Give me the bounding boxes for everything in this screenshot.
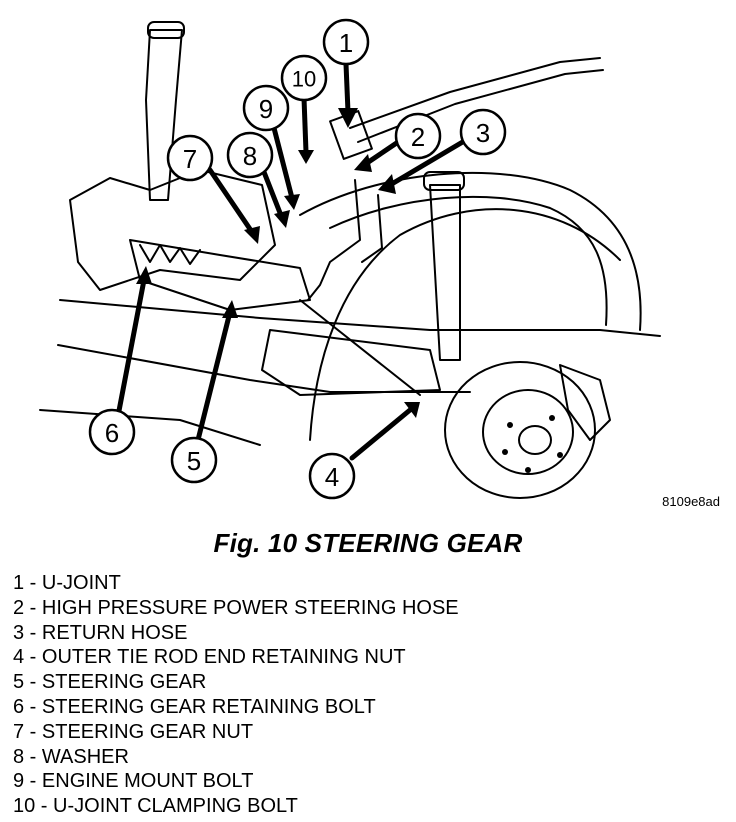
parts-legend: 1U-JOINT 2HIGH PRESSURE POWER STEERING H… (13, 571, 459, 819)
arrowhead-3 (378, 174, 396, 194)
callout-circle-1 (322, 18, 370, 66)
legend-item: 1U-JOINT (13, 571, 459, 596)
leader-7 (207, 167, 255, 235)
legend-item: 3RETURN HOSE (13, 621, 459, 646)
legend-item: 7STEERING GEAR NUT (13, 720, 459, 745)
legend-item: 5STEERING GEAR (13, 670, 459, 695)
frame-rail-front (59, 299, 661, 337)
arrowhead-1 (338, 108, 358, 128)
legend-item: 8WASHER (13, 745, 459, 770)
callout-circle-4 (308, 452, 356, 500)
figure-caption: Fig. 10 STEERING GEAR (213, 528, 523, 558)
hose-line (309, 208, 621, 441)
callout-number-10: 10 (292, 67, 316, 92)
shock-left-cap (147, 21, 185, 39)
callout-number-8: 8 (243, 141, 257, 171)
pressure-hose (307, 179, 361, 301)
callout-number-7: 7 (183, 144, 197, 174)
callout-circle-8 (226, 131, 274, 179)
arrowhead-9 (284, 194, 300, 210)
legend-item: 10U-JOINT CLAMPING BOLT (13, 794, 459, 819)
callout-number-1: 1 (339, 28, 353, 58)
legend-item: 9ENGINE MOUNT BOLT (13, 769, 459, 794)
callout-circle-6 (88, 408, 136, 456)
leader-1 (343, 61, 351, 115)
tie-rod (299, 299, 421, 396)
brake-rotor (444, 361, 596, 499)
arrowhead-5 (222, 300, 238, 318)
leader-6 (115, 277, 147, 419)
callout-number-5: 5 (187, 446, 201, 476)
lower-control-arm (261, 329, 441, 396)
callout-number-6: 6 (105, 418, 119, 448)
arrowhead-10 (298, 150, 314, 164)
wheel-well (299, 171, 642, 331)
shock-left (145, 29, 183, 201)
arrowhead-7 (244, 226, 260, 244)
callout-number-2: 2 (411, 122, 425, 152)
arrowhead-8 (274, 210, 290, 228)
callout-number-4: 4 (325, 462, 339, 492)
wheel-stud (549, 415, 555, 421)
wheel-well-inner (329, 195, 608, 326)
callout-number-3: 3 (476, 118, 490, 148)
legend-item: 4OUTER TIE ROD END RETAINING NUT (13, 645, 459, 670)
shock-right (429, 184, 461, 361)
callout-circle-3 (459, 108, 507, 156)
legend-item: 2HIGH PRESSURE POWER STEERING HOSE (13, 596, 459, 621)
figure-code: 8109e8ad (662, 494, 720, 509)
leader-3 (387, 137, 469, 188)
hub (518, 425, 552, 455)
legend-item: 6STEERING GEAR RETAINING BOLT (13, 695, 459, 720)
leader-9 (271, 125, 295, 201)
leader-10 (301, 95, 309, 155)
callout-number-9: 9 (259, 94, 273, 124)
callout-circle-10 (280, 54, 328, 102)
arrowhead-4 (404, 402, 420, 418)
brake-rotor-inner (482, 389, 574, 475)
callout-circle-7 (166, 134, 214, 182)
leader-8 (261, 169, 285, 221)
steering-gear-boot (139, 244, 201, 265)
steering-gear-illustration: 1 2 3 4 5 6 7 8 9 10 (39, 18, 661, 500)
leader-5 (195, 309, 233, 443)
wheel-stud (525, 467, 531, 473)
shock-right-cap (423, 171, 465, 191)
callout-circle-2 (394, 112, 442, 160)
callout-circle-9 (242, 84, 290, 132)
wheel-stud (507, 422, 513, 428)
arrowhead-2 (354, 154, 372, 172)
callout-circle-5 (170, 436, 218, 484)
wheel-stud (502, 449, 508, 455)
frame-rail-edge (39, 409, 261, 446)
leader-4 (349, 407, 413, 461)
return-hose (361, 194, 383, 263)
steering-shaft (349, 57, 601, 129)
arrowhead-6 (136, 266, 152, 284)
engine-mount (69, 169, 276, 291)
wheel-stud (557, 452, 563, 458)
caliper (559, 364, 611, 441)
